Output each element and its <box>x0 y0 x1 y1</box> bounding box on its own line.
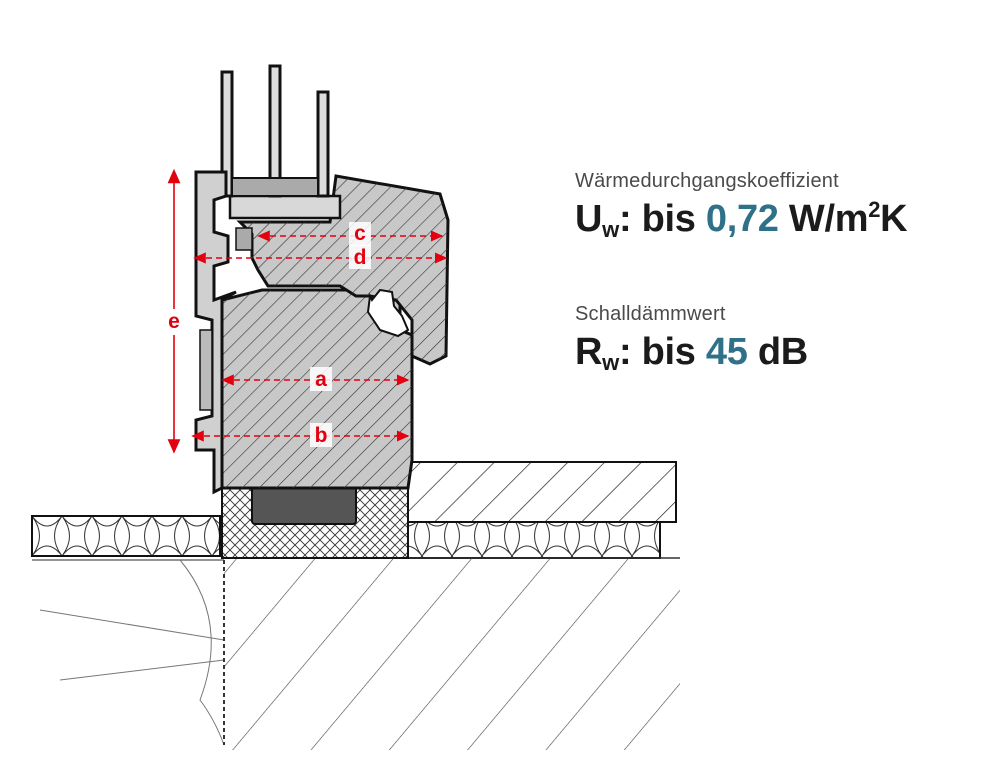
spec-thermal-caption: Wärmedurchgangskoeffizient <box>575 170 839 192</box>
spec-acoustic-caption: Schalldämmwert <box>575 303 726 325</box>
dimension-lines: c d a b e <box>163 168 448 454</box>
spec-thermal-prefix: bis <box>641 198 696 240</box>
dim-label-a: a <box>315 368 327 391</box>
screed-right <box>407 461 677 523</box>
spec-thermal: Wärmedurchgangskoeffizient Uw: bis 0,72 … <box>575 170 908 242</box>
spec-acoustic-number: 45 <box>705 331 748 373</box>
spec-thermal-unit: W/m <box>788 198 869 240</box>
dim-label-d: d <box>354 246 367 269</box>
spec-acoustic: Schalldämmwert Rw: bis 45 dB <box>575 303 808 374</box>
spec-acoustic-separator: : <box>618 331 632 373</box>
spec-acoustic-subscript: w <box>602 350 619 375</box>
spec-thermal-number: 0,72 <box>705 198 779 240</box>
wall-construction <box>31 461 680 750</box>
concrete-slab <box>224 558 680 750</box>
spec-thermal-subscript: w <box>602 217 619 242</box>
dim-label-c: c <box>354 222 366 245</box>
spec-acoustic-symbol: R <box>575 331 603 373</box>
spec-thermal-value: Uw: bis 0,72 W/m2K <box>575 197 908 242</box>
dim-label-e: e <box>168 310 180 333</box>
glazing <box>220 64 330 198</box>
insulation-right <box>407 521 661 559</box>
spec-acoustic-prefix: bis <box>641 331 696 373</box>
outer-cladding <box>194 170 237 495</box>
spec-thermal-separator: : <box>618 198 632 240</box>
insulation-left <box>31 515 221 557</box>
spec-thermal-unit-suffix: K <box>880 198 908 240</box>
spec-acoustic-value: Rw: bis 45 dB <box>575 330 808 374</box>
spec-acoustic-unit: dB <box>757 331 808 373</box>
spec-thermal-unit-sup: 2 <box>868 197 881 222</box>
dim-label-b: b <box>315 424 328 447</box>
spec-thermal-symbol: U <box>575 198 603 240</box>
